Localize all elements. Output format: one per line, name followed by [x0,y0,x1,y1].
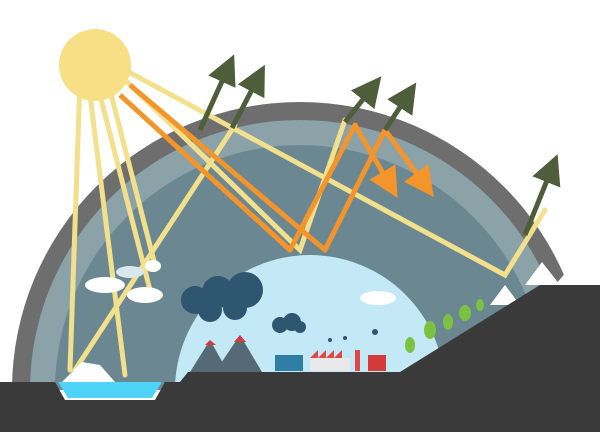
factories [275,350,386,371]
escaping-rays [197,54,561,236]
white-clouds [85,260,396,305]
incoming-sun-rays [67,67,548,378]
glacier [62,362,115,382]
ground [0,285,600,432]
trees [405,299,484,353]
reflected-heat-rays [118,83,434,253]
sun-icon [59,29,131,101]
volcanoes [190,335,262,372]
lake [58,382,162,398]
smoke-clouds [181,272,378,342]
snowy-peaks [490,262,580,305]
